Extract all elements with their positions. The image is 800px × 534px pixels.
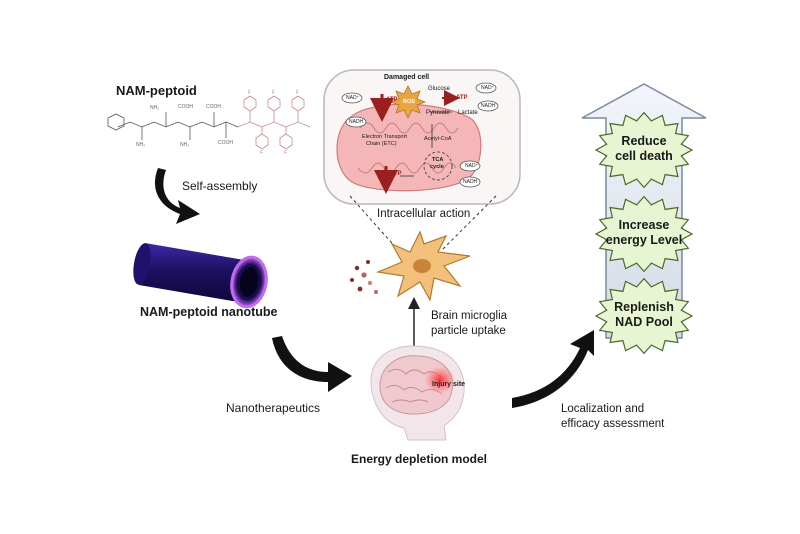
molecule-nh2-label: NH₂ bbox=[180, 142, 190, 148]
nanotube-shape bbox=[133, 243, 268, 309]
nad-plus-label: NAD⁺ bbox=[346, 95, 360, 101]
molecule-f-label: F bbox=[296, 90, 300, 96]
etc-label-line2: Chain (ETC) bbox=[366, 141, 397, 147]
localization-arrow bbox=[512, 330, 594, 408]
acetyl-coa-label: Acetyl-CoA bbox=[424, 136, 452, 142]
atp-label: ATP bbox=[386, 97, 398, 103]
outcome-stars bbox=[594, 111, 694, 355]
molecule-f-label: F bbox=[284, 150, 288, 156]
outcome-replenish-nad: Replenish NAD Pool bbox=[592, 300, 696, 330]
molecule-cooh-label: COOH bbox=[206, 104, 221, 110]
pyruvate-label: Pyruvate bbox=[426, 110, 450, 116]
nad-plus-label: NAD⁺ bbox=[481, 85, 495, 91]
glucose-label: Glucose bbox=[428, 86, 451, 92]
outcome-line2: cell death bbox=[615, 149, 673, 163]
intracellular-action-label: Intracellular action bbox=[377, 208, 471, 220]
atp-label: ATP bbox=[456, 95, 468, 101]
energy-model-label: Energy depletion model bbox=[351, 452, 488, 466]
outcome-star-2 bbox=[594, 277, 694, 355]
outcome-star-0 bbox=[594, 111, 694, 189]
outcome-line1: Increase bbox=[618, 218, 670, 232]
microglia-cell bbox=[375, 230, 471, 302]
ros-label: ROS bbox=[403, 99, 415, 105]
outcome-line2: energy Level bbox=[605, 233, 683, 247]
molecule-cooh-label: COOH bbox=[218, 140, 233, 146]
nadh-label: NADH bbox=[463, 179, 478, 185]
localization-label-line2: efficacy assessment bbox=[561, 418, 665, 430]
etc-label-line1: Electron Transport bbox=[362, 134, 407, 140]
molecule-f-label: F bbox=[248, 90, 252, 96]
tca-label-line1: TCA bbox=[432, 157, 444, 163]
outcome-reduce-cell-death: Reduce cell death bbox=[592, 134, 696, 164]
lactate-label: Lactate bbox=[458, 110, 478, 116]
nadh-label: NADH bbox=[349, 119, 364, 125]
outcome-line1: Replenish bbox=[614, 300, 674, 314]
localization-label-line1: Localization and bbox=[561, 403, 645, 415]
microglia-label-line1: Brain microglia bbox=[431, 310, 508, 322]
atp-label: ATP bbox=[390, 171, 402, 177]
outcome-line2: NAD Pool bbox=[615, 315, 673, 329]
outcome-star-1 bbox=[594, 195, 694, 273]
molecule-cooh-label: COOH bbox=[178, 104, 193, 110]
projection-lines bbox=[349, 195, 497, 251]
ros-burst-icon bbox=[389, 85, 427, 119]
molecule-f-label: F bbox=[260, 150, 264, 156]
brain-head bbox=[370, 345, 465, 441]
outcome-increase-energy: Increase energy Level bbox=[592, 218, 696, 248]
nanotherapeutics-arrow bbox=[272, 336, 352, 392]
injury-site-label: Injury site bbox=[432, 381, 466, 388]
nanoparticles bbox=[350, 260, 378, 294]
molecule-nh2-label: NH₂ bbox=[136, 142, 146, 148]
peptoid-molecule bbox=[107, 95, 311, 150]
self-assembly-arrow bbox=[154, 168, 200, 224]
nadh-label: NADH bbox=[481, 103, 496, 109]
microglia-label-line2: particle uptake bbox=[431, 325, 506, 337]
damaged-cell-label: Damaged cell bbox=[384, 74, 430, 81]
molecule-nh2-label: NH₂ bbox=[150, 105, 160, 111]
self-assembly-label: Self-assembly bbox=[182, 179, 258, 193]
nanotube-label: NAM-peptoid nanotube bbox=[140, 305, 278, 319]
tca-label-line2: cycle bbox=[430, 164, 444, 170]
outcome-line1: Reduce bbox=[621, 134, 667, 148]
nam-peptoid-label: NAM-peptoid bbox=[116, 83, 197, 98]
nanotherapeutics-label: Nanotherapeutics bbox=[226, 401, 321, 415]
damaged-cell-panel bbox=[323, 69, 521, 205]
nad-plus-label: NAD⁺ bbox=[465, 163, 479, 169]
molecule-f-label: F bbox=[272, 90, 276, 96]
